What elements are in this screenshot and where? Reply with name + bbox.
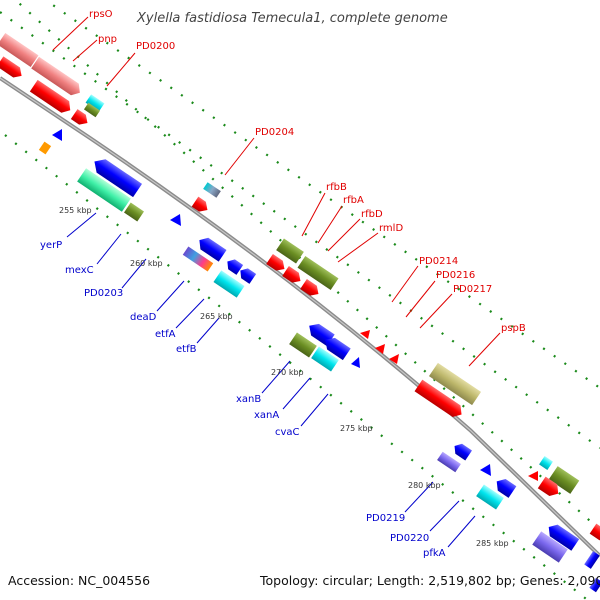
- gene-forward-red-6[interactable]: [537, 476, 562, 500]
- gene-pfkA[interactable]: [476, 484, 504, 510]
- gene-pspB[interactable]: [428, 362, 482, 406]
- gene-reverse-lavender[interactable]: [532, 531, 568, 563]
- gene-deaD[interactable]: [182, 246, 214, 272]
- gene-label[interactable]: PD0204: [255, 127, 294, 138]
- gene-forward-red-5[interactable]: [300, 278, 322, 299]
- gene-cvaC[interactable]: [351, 357, 360, 368]
- gene-forward-olive-r[interactable]: [548, 466, 580, 494]
- gene-reverse-blue-5[interactable]: [321, 334, 351, 361]
- gene-rpsO[interactable]: [0, 33, 39, 67]
- gene-forward-cyan-r[interactable]: [539, 456, 553, 470]
- gene-reverse-blue-edge[interactable]: [584, 551, 600, 569]
- gene-forward-red-3[interactable]: [70, 109, 91, 128]
- tick-label: 260 kbp: [130, 259, 163, 268]
- gene-reverse-small-1[interactable]: [52, 129, 62, 141]
- gene-mexC[interactable]: [124, 202, 144, 222]
- gene-xanB[interactable]: [289, 332, 317, 358]
- forward-strand-features: [0, 33, 600, 541]
- gene-label[interactable]: cvaC: [275, 427, 300, 438]
- tick-label: 255 kbp: [59, 206, 92, 215]
- gene-label[interactable]: rfbD: [361, 209, 383, 220]
- gene-PD0203[interactable]: [170, 214, 181, 226]
- gene-PD0216[interactable]: [375, 344, 385, 354]
- gene-label[interactable]: PD0203: [84, 288, 123, 299]
- gene-label[interactable]: mexC: [65, 265, 94, 276]
- gene-forward-red-2[interactable]: [29, 79, 74, 116]
- reverse-leader-lines: [66, 212, 476, 548]
- gene-label[interactable]: PD0200: [136, 41, 175, 52]
- gene-label[interactable]: deaD: [130, 312, 157, 323]
- gene-PD0200-olive[interactable]: [83, 102, 101, 118]
- gene-reverse-small-2[interactable]: [480, 464, 491, 476]
- gene-forward-red-4[interactable]: [191, 196, 211, 215]
- reverse-gene-labels: yerP mexC PD0203 deaD etfA etfB xanB xan…: [40, 240, 446, 559]
- gene-rfbD[interactable]: [266, 253, 288, 274]
- gene-label[interactable]: xanA: [254, 410, 279, 421]
- reverse-strand-features: [38, 129, 600, 593]
- gene-reverse-blue-1[interactable]: [90, 155, 143, 198]
- gene-label[interactable]: PD0220: [390, 533, 429, 544]
- gene-label[interactable]: PD0214: [419, 256, 458, 267]
- gene-label[interactable]: xanB: [236, 394, 261, 405]
- tick-label: 275 kbp: [340, 424, 373, 433]
- gene-forward-red-edge[interactable]: [589, 523, 600, 541]
- forward-leader-lines: [52, 16, 501, 367]
- gene-PD0220[interactable]: [493, 476, 517, 498]
- topology-label: Topology: circular; Length: 2,519,802 bp…: [259, 573, 600, 588]
- gene-label[interactable]: etfB: [176, 344, 197, 355]
- gene-reverse-blue-6[interactable]: [451, 441, 472, 461]
- gene-forward-red-1[interactable]: [0, 56, 25, 80]
- gene-pspB-red[interactable]: [414, 379, 466, 421]
- map-title: Xylella fastidiosa Temecula1, complete g…: [136, 11, 448, 26]
- gene-label[interactable]: pspB: [501, 323, 526, 334]
- gene-label[interactable]: yerP: [40, 240, 62, 251]
- tick-label: 270 kbp: [271, 368, 304, 377]
- gene-label[interactable]: rpsO: [89, 9, 113, 20]
- gene-reverse-blue-7[interactable]: [545, 521, 580, 551]
- forward-gene-labels: rpsO pnp PD0200 PD0204 rfbB rfbA rfbD rm…: [89, 9, 526, 334]
- kbp-ticks: 255 kbp 260 kbp 265 kbp 270 kbp 275 kbp …: [59, 206, 509, 548]
- gene-label[interactable]: rfbA: [343, 195, 364, 206]
- gene-reverse-blue-edge-2[interactable]: [589, 577, 600, 593]
- gene-reverse-blue-3[interactable]: [224, 257, 244, 275]
- tick-label: 280 kbp: [408, 481, 441, 490]
- gene-etfB[interactable]: [213, 270, 245, 298]
- gene-rmlD[interactable]: [282, 265, 304, 286]
- gene-pnp[interactable]: [31, 56, 84, 99]
- accession-label: Accession: NC_004556: [8, 573, 150, 588]
- gene-label[interactable]: PD0216: [436, 270, 475, 281]
- gene-label[interactable]: rmlD: [379, 223, 403, 234]
- tick-label: 265 kbp: [200, 312, 233, 321]
- gene-label[interactable]: PD0219: [366, 513, 405, 524]
- gene-xanA[interactable]: [311, 346, 339, 372]
- gene-PD0200[interactable]: [85, 94, 105, 112]
- gene-reverse-orange[interactable]: [38, 141, 52, 155]
- gene-label[interactable]: pfkA: [423, 548, 446, 559]
- gene-reverse-blue-2[interactable]: [195, 234, 227, 262]
- gene-yerP[interactable]: [77, 168, 131, 212]
- gene-label[interactable]: rfbB: [326, 182, 347, 193]
- gene-PD0214[interactable]: [360, 330, 370, 339]
- gene-rfbB[interactable]: [276, 238, 304, 264]
- gene-PD0219[interactable]: [437, 451, 461, 473]
- gene-label[interactable]: PD0217: [453, 284, 492, 295]
- tick-label: 285 kbp: [476, 539, 509, 548]
- gene-etfA[interactable]: [237, 266, 257, 284]
- gene-forward-red-small[interactable]: [528, 471, 538, 481]
- gene-rfbA[interactable]: [297, 256, 339, 290]
- gene-PD0204[interactable]: [203, 182, 221, 198]
- gene-label[interactable]: pnp: [98, 34, 117, 45]
- gene-PD0217[interactable]: [389, 354, 399, 364]
- gene-label[interactable]: etfA: [155, 329, 176, 340]
